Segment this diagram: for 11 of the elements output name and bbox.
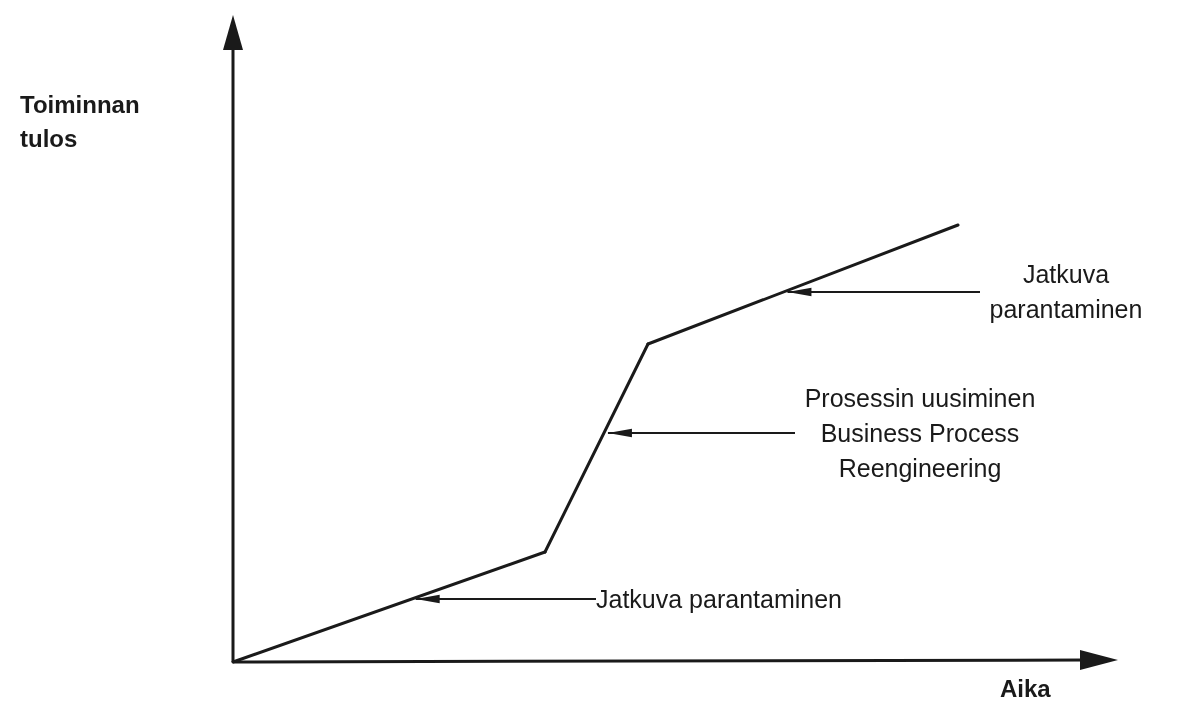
axis-label: Aika xyxy=(1000,674,1052,704)
leader-arrow xyxy=(786,287,981,297)
callout-text: Jatkuva parantaminen xyxy=(980,256,1152,328)
curve-segment xyxy=(646,223,960,346)
curve-segment xyxy=(231,550,547,664)
callout-text: Jatkuva parantaminen xyxy=(596,582,842,616)
axis-label: Toiminnan tulos xyxy=(20,90,141,154)
callout-text: Prosessin uusiminen Business Process Reengineering xyxy=(795,378,1045,488)
leader-arrow xyxy=(414,594,597,604)
curve-segment xyxy=(543,342,650,554)
leader-arrow xyxy=(606,428,796,438)
